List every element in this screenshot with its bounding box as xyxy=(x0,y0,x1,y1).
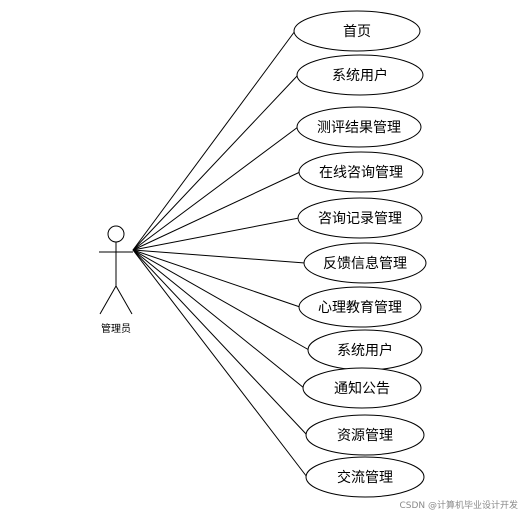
use-case-label: 心理教育管理 xyxy=(318,300,402,316)
use-case-ellipse xyxy=(298,151,424,193)
actor-label: 管理员 xyxy=(101,322,131,335)
use-case-label: 测评结果管理 xyxy=(317,120,401,136)
association-line xyxy=(132,249,308,436)
association-line xyxy=(132,171,301,251)
use-case: 在线咨询管理 xyxy=(298,151,424,193)
use-case: 首页 xyxy=(293,10,421,52)
association-line xyxy=(132,74,299,251)
use-case-label: 反馈信息管理 xyxy=(323,255,407,272)
use-case-ellipse xyxy=(296,54,424,96)
use-case-label: 交流管理 xyxy=(337,469,393,486)
use-case-group: 首页系统用户测评结果管理在线咨询管理咨询记录管理反馈信息管理心理教育管理系统用户… xyxy=(293,10,427,498)
use-case: 咨询记录管理 xyxy=(297,197,423,239)
association-line xyxy=(132,249,305,389)
use-case: 通知公告 xyxy=(302,367,422,409)
use-case: 反馈信息管理 xyxy=(303,242,427,284)
actor-head xyxy=(107,225,125,243)
use-case: 心理教育管理 xyxy=(298,286,422,328)
association-line xyxy=(132,30,296,251)
use-case-ellipse xyxy=(296,106,422,148)
use-case-ellipse xyxy=(297,197,423,239)
use-case: 系统用户 xyxy=(307,329,423,371)
association-line xyxy=(132,249,301,308)
use-case: 测评结果管理 xyxy=(296,106,422,148)
actor-left-leg xyxy=(99,285,117,315)
watermark-text: CSDN @计算机毕业设计开发 xyxy=(399,499,518,511)
use-case-label: 通知公告 xyxy=(334,380,390,397)
use-case-ellipse xyxy=(305,456,425,498)
use-case-label: 系统用户 xyxy=(337,342,393,359)
use-case-label: 在线咨询管理 xyxy=(319,165,403,181)
use-case-label: 咨询记录管理 xyxy=(318,211,402,227)
use-case-ellipse xyxy=(305,414,425,456)
association-line xyxy=(132,217,300,251)
use-case-label: 资源管理 xyxy=(337,428,393,444)
use-case-label: 系统用户 xyxy=(332,67,388,84)
use-case-ellipse xyxy=(302,367,422,409)
use-case: 系统用户 xyxy=(296,54,424,96)
association-lines xyxy=(132,30,310,478)
use-case-label: 首页 xyxy=(343,24,371,40)
association-line xyxy=(132,249,306,264)
association-line xyxy=(132,249,310,351)
use-case-ellipse xyxy=(303,242,427,284)
actor-administrator: 管理员 xyxy=(99,225,133,335)
use-case-ellipse xyxy=(293,10,421,52)
use-case: 资源管理 xyxy=(305,414,425,456)
actor-right-leg xyxy=(115,285,133,315)
association-line xyxy=(132,126,299,251)
use-case-ellipse xyxy=(298,286,422,328)
use-case: 交流管理 xyxy=(305,456,425,498)
association-line xyxy=(132,249,308,478)
